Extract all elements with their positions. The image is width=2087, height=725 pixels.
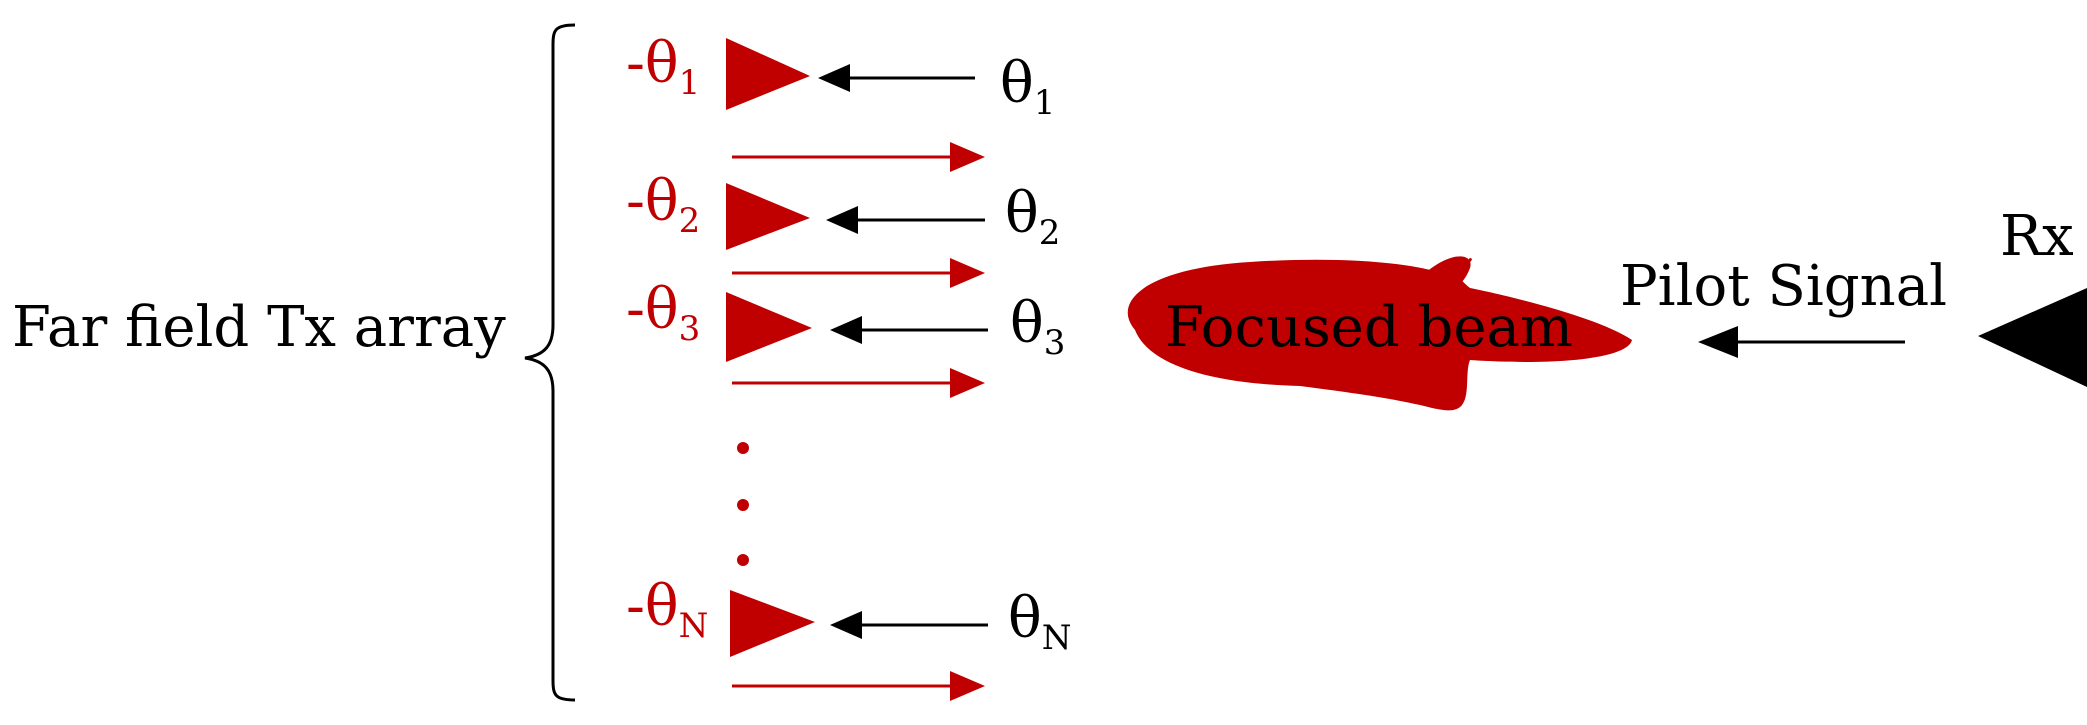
phase-conjugate-subscript-1: 1: [679, 63, 701, 103]
transmit-arrowhead-3: [950, 368, 985, 398]
phase-symbol-3: θ: [1010, 291, 1044, 356]
phase-conjugate-subscript-3: 3: [679, 309, 701, 349]
incoming-arrowhead-2: [826, 206, 858, 234]
phase-symbol-2: θ: [1005, 181, 1039, 246]
phase-conjugate-subscript-n: N: [679, 606, 709, 646]
dot-1: [737, 442, 749, 454]
transmit-arrowhead-n: [950, 671, 985, 701]
receiver-icon: [1978, 288, 2087, 387]
phase-conjugate-symbol-1: -θ: [626, 31, 679, 96]
array-element-2: -θ2 θ2: [626, 169, 1060, 288]
svg-text:-θ1: -θ1: [626, 31, 700, 103]
array-brace: [524, 23, 576, 702]
pilot-arrowhead: [1698, 326, 1738, 358]
phase-symbol-1: θ: [1000, 51, 1034, 116]
focused-beam-label: Focused beam: [1165, 295, 1573, 360]
phase-conjugate-symbol-2: -θ: [626, 169, 679, 234]
dot-3: [737, 554, 749, 566]
svg-text:θ3: θ3: [1010, 291, 1065, 363]
antenna-icon-3: [726, 292, 812, 362]
phase-conjugate-symbol-n: -θ: [626, 574, 679, 639]
antenna-icon-2: [726, 183, 810, 250]
phase-subscript-n: N: [1042, 618, 1072, 658]
phase-subscript-3: 3: [1044, 323, 1066, 363]
incoming-arrowhead-1: [818, 64, 850, 92]
svg-text:θ1: θ1: [1000, 51, 1055, 123]
transmit-arrowhead-1: [950, 142, 985, 172]
phase-conjugate-subscript-2: 2: [679, 201, 701, 241]
focused-beam-shape: [1127, 258, 1632, 411]
array-element-3: -θ3 θ3: [626, 277, 1065, 398]
svg-text:θN: θN: [1008, 586, 1071, 658]
array-element-n: -θN θN: [626, 574, 1071, 701]
incoming-arrowhead-3: [830, 316, 862, 344]
vertical-dots: [737, 442, 749, 566]
transmit-arrowhead-2: [950, 258, 985, 288]
svg-text:-θ3: -θ3: [626, 277, 700, 349]
dot-2: [737, 499, 749, 511]
focused-beam-lobes: [1415, 256, 1471, 408]
array-label: Far field Tx array: [12, 295, 506, 360]
svg-text:-θ2: -θ2: [626, 169, 700, 241]
phase-conjugate-symbol-3: -θ: [626, 277, 679, 342]
receiver-label: Rx: [2000, 204, 2074, 269]
antenna-icon-1: [726, 38, 810, 110]
svg-text:-θN: -θN: [626, 574, 708, 646]
antenna-icon-n: [730, 590, 815, 657]
phase-subscript-2: 2: [1039, 213, 1061, 253]
phase-subscript-1: 1: [1034, 83, 1056, 123]
array-element-1: -θ1 θ1: [626, 31, 1055, 172]
phase-symbol-n: θ: [1008, 586, 1042, 651]
pilot-signal-label: Pilot Signal: [1620, 254, 1947, 319]
svg-text:θ2: θ2: [1005, 181, 1060, 253]
incoming-arrowhead-n: [830, 611, 862, 639]
